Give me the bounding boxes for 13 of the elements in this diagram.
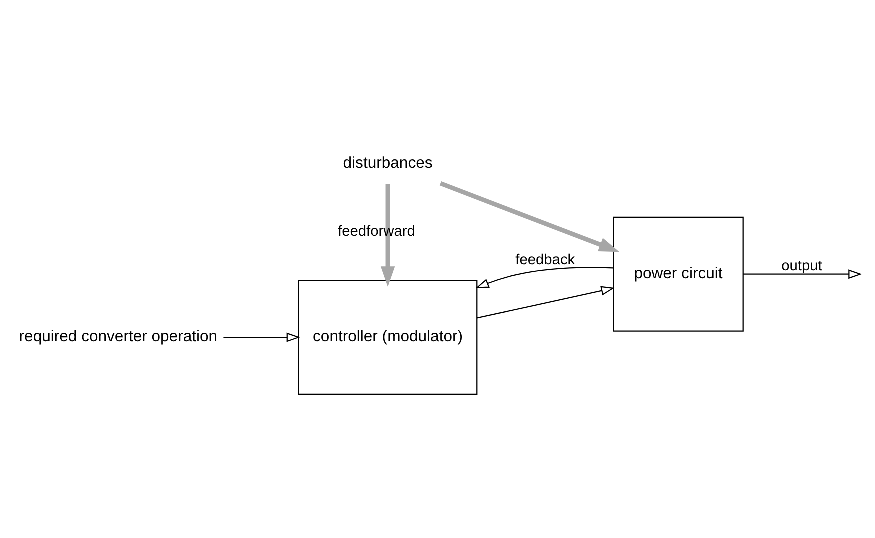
edge-label: feedback (516, 252, 576, 269)
arrow (476, 267, 614, 288)
arrow (224, 332, 300, 342)
arrow (440, 181, 620, 252)
arrow (380, 184, 396, 287)
arrow (743, 270, 862, 280)
node-text: disturbances (343, 154, 433, 172)
arrow (477, 286, 615, 319)
node-text: required converter operation (19, 328, 218, 346)
node-box: controller (modulator) (298, 280, 478, 396)
node-box: power circuit (613, 216, 744, 332)
edge-label: output (782, 258, 822, 274)
edge-label: feedforward (338, 224, 416, 240)
